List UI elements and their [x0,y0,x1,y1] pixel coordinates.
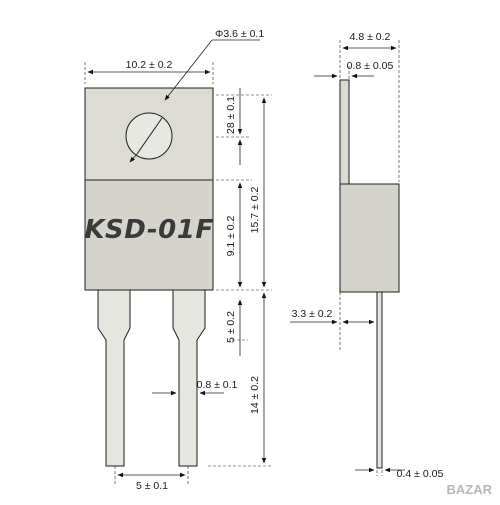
dim-overall-height: 15.7 ± 0.2 [249,97,267,288]
dim-package-thickness-label: 4.8 ± 0.2 [350,31,391,43]
dim-lead-pitch-label: 5 ± 0.1 [136,480,168,492]
dim-body-width: 10.2 ± 0.2 [84,59,214,84]
dim-tab-height-label: 28 ± 0.1 [225,96,237,134]
dim-overall-height-label: 15.7 ± 0.2 [249,187,261,234]
dim-hole-diameter: Φ3.6 ± 0.1 [164,28,264,101]
dim-lead-length-label: 14 ± 0.2 [249,376,261,414]
dim-lead-width: 0.8 ± 0.1 [152,379,238,400]
dim-tab-thickness: 0.8 ± 0.05 [314,60,393,80]
dim-lead-thickness: 0.4 ± 0.05 [355,455,443,480]
dim-tab-height: 28 ± 0.1 [225,88,243,165]
front-view: KSD-01F [84,87,214,467]
side-body [339,183,400,293]
side-view [339,79,400,469]
dim-body-height: 9.1 ± 0.2 [225,182,243,288]
dim-lead-thickness-label: 0.4 ± 0.05 [397,468,444,480]
part-number-label: KSD-01F [84,215,213,245]
lead-left [97,289,131,467]
dim-lead-pitch: 5 ± 0.1 [114,466,189,492]
dim-lead-length: 14 ± 0.2 [249,292,267,464]
dim-hole-diameter-label: Φ3.6 ± 0.1 [215,28,264,40]
dim-lead-offset-label: 3.3 ± 0.2 [292,308,333,320]
dim-tab-thickness-label: 0.8 ± 0.05 [347,60,394,72]
side-tab [339,79,350,185]
dim-lead-width-label: 0.8 ± 0.1 [197,379,238,391]
dim-lead-shoulder: 5 ± 0.2 [225,299,248,356]
side-lead [376,291,383,469]
package-body [84,179,214,291]
dim-lead-shoulder-label: 5 ± 0.2 [225,311,237,343]
dim-lead-offset: 3.3 ± 0.2 [290,292,375,350]
dim-body-width-label: 10.2 ± 0.2 [126,59,173,71]
lead-right [172,289,206,467]
watermark: BAZAR [447,482,493,497]
dim-body-height-label: 9.1 ± 0.2 [225,215,237,256]
dim-package-thickness: 4.8 ± 0.2 [339,31,400,182]
